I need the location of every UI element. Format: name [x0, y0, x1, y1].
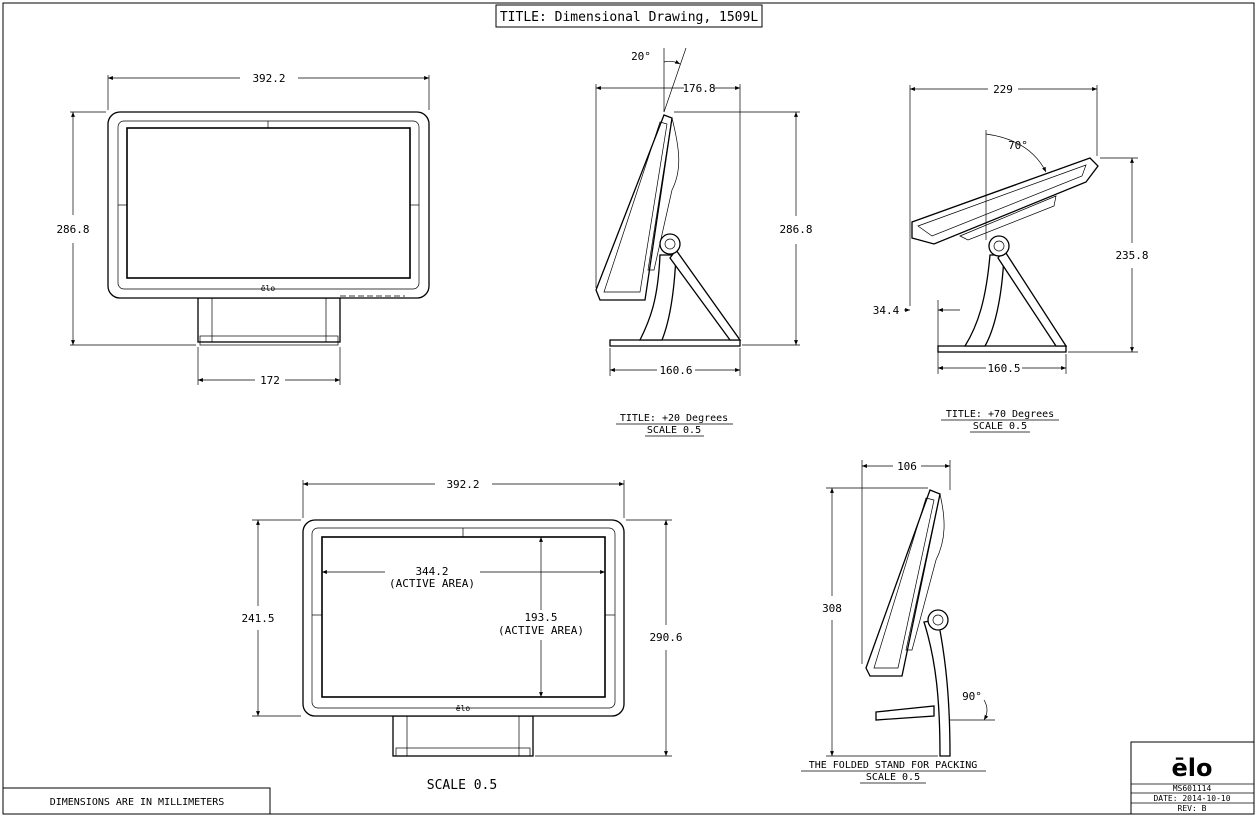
folded-view: 90° 106 308 THE FOLDED STAND FOR PACKING…: [801, 460, 995, 784]
side20-scale: SCALE 0.5: [647, 425, 701, 436]
active-width-dim: 344.2: [415, 565, 448, 578]
side20-height: 286.8: [779, 223, 812, 236]
front-view-logo: ēlo: [261, 284, 276, 293]
doc-number: MS601114: [1173, 784, 1212, 793]
active-height-dim: 193.5: [524, 611, 557, 624]
side20-angle: 20°: [631, 50, 651, 63]
active-width-note: (ACTIVE AREA): [389, 577, 475, 590]
side20-title: TITLE: +20 Degrees: [620, 413, 728, 424]
folded-title: THE FOLDED STAND FOR PACKING: [809, 760, 978, 771]
front-view: ēlo 392.2 286.8 172: [56, 72, 430, 387]
side70-depth: 229: [993, 83, 1013, 96]
front-height-dim: 286.8: [56, 223, 89, 236]
active-height-note: (ACTIVE AREA): [498, 624, 584, 637]
active-outer-height: 290.6: [649, 631, 682, 644]
side70-base: 160.5: [987, 362, 1020, 375]
side-view-20: 20° 176.8 286.8 160.6 TITLE: +20 Degrees…: [595, 47, 813, 437]
side70-angle: 70°: [1008, 139, 1028, 152]
side70-title: TITLE: +70 Degrees: [946, 409, 1054, 420]
front-base-dim: 172: [260, 374, 280, 387]
side70-offset: 34.4: [873, 304, 900, 317]
folded-height: 308: [822, 602, 842, 615]
active-view-scale: SCALE 0.5: [427, 778, 497, 793]
side70-height: 235.8: [1115, 249, 1148, 262]
active-inner-height: 241.5: [241, 612, 274, 625]
active-overall-width: 392.2: [446, 478, 479, 491]
active-area-view: ēlo 392.2 344.2 (ACTIVE AREA) 193.5 (ACT…: [241, 478, 682, 793]
folded-depth: 106: [897, 460, 917, 473]
doc-date: DATE: 2014-10-10: [1153, 794, 1230, 803]
active-view-logo: ēlo: [456, 704, 471, 713]
folded-angle: 90°: [962, 690, 982, 703]
units-note-box: DIMENSIONS ARE IN MILLIMETERS: [2, 787, 271, 815]
revision-block: ēlo MS601114 DATE: 2014-10-10 REV: B: [1130, 741, 1255, 815]
doc-rev: REV: B: [1178, 804, 1207, 813]
title-block: TITLE: Dimensional Drawing, 1509L: [495, 4, 763, 28]
side20-depth: 176.8: [682, 82, 715, 95]
drawing-title: TITLE: Dimensional Drawing, 1509L: [500, 10, 758, 25]
side-view-70: 70° 229 235.8 34.4 160.5 TITLE: +70 Degr…: [873, 83, 1149, 433]
units-note: DIMENSIONS ARE IN MILLIMETERS: [50, 797, 225, 808]
folded-scale: SCALE 0.5: [866, 772, 920, 783]
side70-scale: SCALE 0.5: [973, 421, 1027, 432]
front-width-dim: 392.2: [252, 72, 285, 85]
elo-logo: ēlo: [1172, 754, 1213, 782]
side20-base: 160.6: [659, 364, 692, 377]
